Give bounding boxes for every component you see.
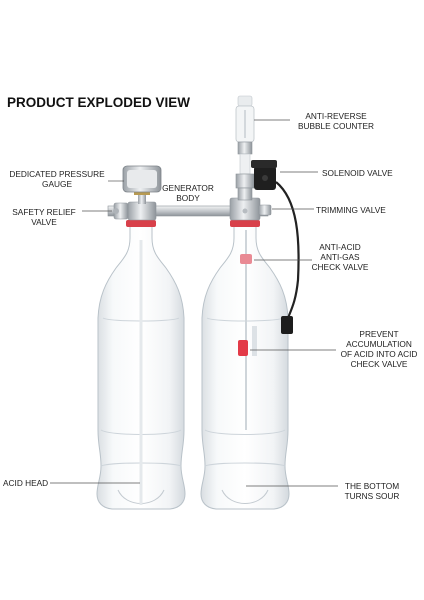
label-solenoid-valve: SOLENOID VALVE (322, 168, 393, 178)
anti-acid-check-valve-part (240, 254, 252, 264)
acid-check-valve-part (238, 340, 248, 356)
right-cap-ring (230, 220, 260, 227)
solenoid-valve-part (251, 160, 300, 334)
left-bottle (96, 220, 186, 510)
leader-lines (50, 119, 338, 487)
left-cap-ring (126, 220, 156, 227)
right-bottle (200, 220, 290, 510)
diagram-title: PRODUCT EXPLODED VIEW (7, 95, 191, 110)
trimming-valve-part (258, 204, 272, 216)
label-acid-head: ACID HEAD (3, 478, 49, 488)
bubble-counter-part (235, 95, 255, 201)
pressure-gauge-part (122, 165, 162, 204)
label-trimming-valve: TRIMMING VALVE (316, 205, 386, 215)
